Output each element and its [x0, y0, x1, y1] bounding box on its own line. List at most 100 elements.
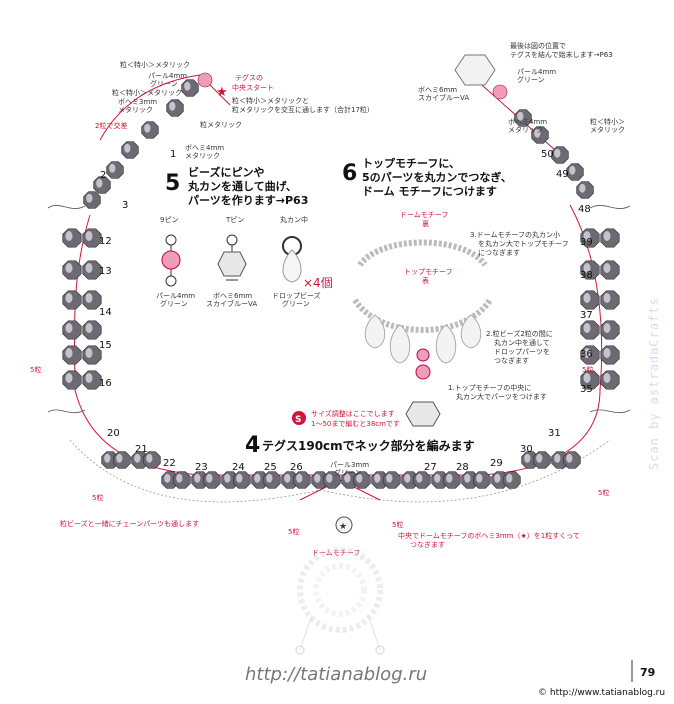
row-num-29: 29 — [490, 458, 503, 469]
row-num-22: 22 — [163, 458, 176, 469]
note-pearl: パール4mm — [148, 72, 187, 80]
bead-left-b1 — [82, 260, 102, 280]
row-num-21: 21 — [135, 444, 148, 455]
bead-right-b3 — [600, 320, 620, 340]
bead-tr-4 — [514, 109, 532, 127]
bottom-center: パール3mm グリーン ★ ドームモチーフ — [295, 461, 385, 655]
star-icon: ★ — [216, 85, 228, 100]
bead-bottom-b0 — [113, 451, 131, 469]
start-note-2: 中央スタート — [232, 83, 274, 92]
bead-bottom-b7 — [323, 471, 341, 489]
pin9-label: 9ピン — [160, 216, 178, 224]
bead-tl-5 — [166, 99, 184, 117]
n2c: ドロップパーツを — [494, 348, 550, 356]
row-num-13: 13 — [99, 266, 112, 277]
note-green: グリーン — [150, 79, 178, 88]
note-alt-1: 粒＜特小＞メタリックと — [232, 96, 309, 105]
row-num-36: 36 — [580, 349, 593, 360]
bead-bottom-b11 — [443, 471, 461, 489]
bead-right-0 — [580, 228, 600, 248]
tr-seed-met: メタリック — [590, 125, 625, 134]
row-num-12: 12 — [99, 236, 112, 247]
bead-right-1 — [580, 260, 600, 280]
bead-right-b2 — [600, 290, 620, 310]
pearl3b: グリーン — [334, 468, 362, 477]
note-bohemi4: ボヘミ4mm — [185, 144, 224, 152]
bead-bottom-b2 — [173, 471, 191, 489]
small-star-icon: ★ — [339, 522, 347, 532]
bohemi6-clasp-bead — [454, 54, 496, 86]
pinT-label: Tピン — [225, 216, 244, 224]
row-num-1: 1 — [170, 149, 176, 160]
bead-right-b0 — [600, 228, 620, 248]
note-bohemi4-met: メタリック — [185, 151, 220, 160]
row-num-24: 24 — [232, 462, 245, 473]
five-grain-label: 5粒 — [30, 365, 41, 374]
row-num-2: 2 — [100, 170, 106, 181]
note-seed-d: 粒＜特小＞メタリック — [112, 88, 182, 97]
pearl-top-right — [492, 84, 508, 100]
bead-bottom-b1 — [143, 451, 161, 469]
times-four: ×4個 — [303, 276, 333, 290]
drop-part — [282, 236, 302, 283]
cap2: ボヘミ6mm — [213, 292, 252, 300]
step6-line2: 5のパーツを丸カンでつなぎ、 — [362, 170, 512, 184]
row-num-23: 23 — [195, 462, 208, 473]
row-num-27: 27 — [424, 462, 437, 473]
footnote-right-1: 中央でドームモチーフのボヘミ3mm（★）を1粒すくって — [398, 531, 580, 540]
dome-bottom-label: ドームモチーフ — [312, 549, 360, 557]
footnote-right-2: つなぎます — [410, 540, 445, 549]
bead-right-5 — [580, 370, 600, 390]
row-num-3: 3 — [122, 200, 128, 211]
bead-right-4 — [580, 345, 600, 365]
size-note-2: 1〜50まで編むと38cmです — [311, 419, 400, 428]
bead-left-2 — [62, 290, 82, 310]
bead-tr-0 — [531, 126, 549, 144]
cap1b: グリーン — [160, 299, 188, 308]
n3a: 3.ドームモチーフの丸カン小 — [470, 230, 560, 239]
pearl-part — [161, 234, 181, 287]
back-label: 裏 — [422, 219, 429, 228]
tr-skyblue: スカイブルーVA — [418, 93, 469, 102]
bead-right-b4 — [600, 345, 620, 365]
tr-bohemi6: ボヘミ6mm — [418, 86, 457, 94]
tr-note-b: テグスを結んで始末します→P63 — [510, 50, 613, 59]
bead-bottom-b13 — [503, 471, 521, 489]
row-num-16: 16 — [99, 378, 112, 389]
row-num-30: 30 — [520, 444, 533, 455]
tr-metallic: メタリック — [508, 125, 543, 134]
footnote-left: 粒ビーズと一緒にチェーンパーツも通します — [60, 519, 199, 528]
cap3b: グリーン — [282, 299, 310, 308]
dome-motif-drawing — [352, 239, 493, 427]
note-seed-i: 粒メタリック — [200, 120, 242, 129]
row-num-25: 25 — [264, 462, 277, 473]
row-num-37: 37 — [580, 310, 593, 321]
step6-line3: ドーム モチーフにつけます — [362, 185, 497, 198]
step4-block: S サイズ調整はここでします 1〜50まで編むと38cmです 4 テグス190c… — [245, 409, 475, 458]
top-right-notes: 最後は図の位置で テグスを結んで始末します→P63 パール4mm グリーン ボヘ… — [418, 41, 625, 134]
ring-label: 丸カン中 — [280, 215, 308, 224]
bead-tr-3 — [576, 181, 594, 199]
footer-url: © http://www.tatianablog.ru — [538, 688, 665, 698]
row-num-31: 31 — [548, 428, 561, 439]
step4-text: テグス190cmでネック部分を編みます — [262, 438, 475, 453]
bead-tl-6 — [181, 79, 199, 97]
bead-left-3 — [62, 320, 82, 340]
dome-label: ドームモチーフ — [400, 211, 448, 219]
step5-line2: 丸カンを通して曲げ、 — [187, 179, 297, 193]
page-number: 79 — [640, 666, 655, 679]
bead-bottom-b12 — [473, 471, 491, 489]
faded-dome-motif — [295, 547, 385, 655]
bead-bottom-b8 — [353, 471, 371, 489]
bead-left-b5 — [82, 370, 102, 390]
five-grain-label: 5粒 — [598, 488, 609, 497]
bead-right-2 — [580, 290, 600, 310]
n2d: つなぎます — [494, 356, 529, 365]
note-seed-a: 粒＜特小＞メタリック — [120, 60, 190, 69]
top-left-notes: 粒＜特小＞メタリック パール4mm グリーン 粒＜特小＞メタリック ボヘミ3mm… — [95, 60, 374, 160]
start-note-1: テグスの — [235, 73, 263, 82]
tr-green: グリーン — [517, 75, 545, 84]
bead-bottom-b3 — [203, 471, 221, 489]
